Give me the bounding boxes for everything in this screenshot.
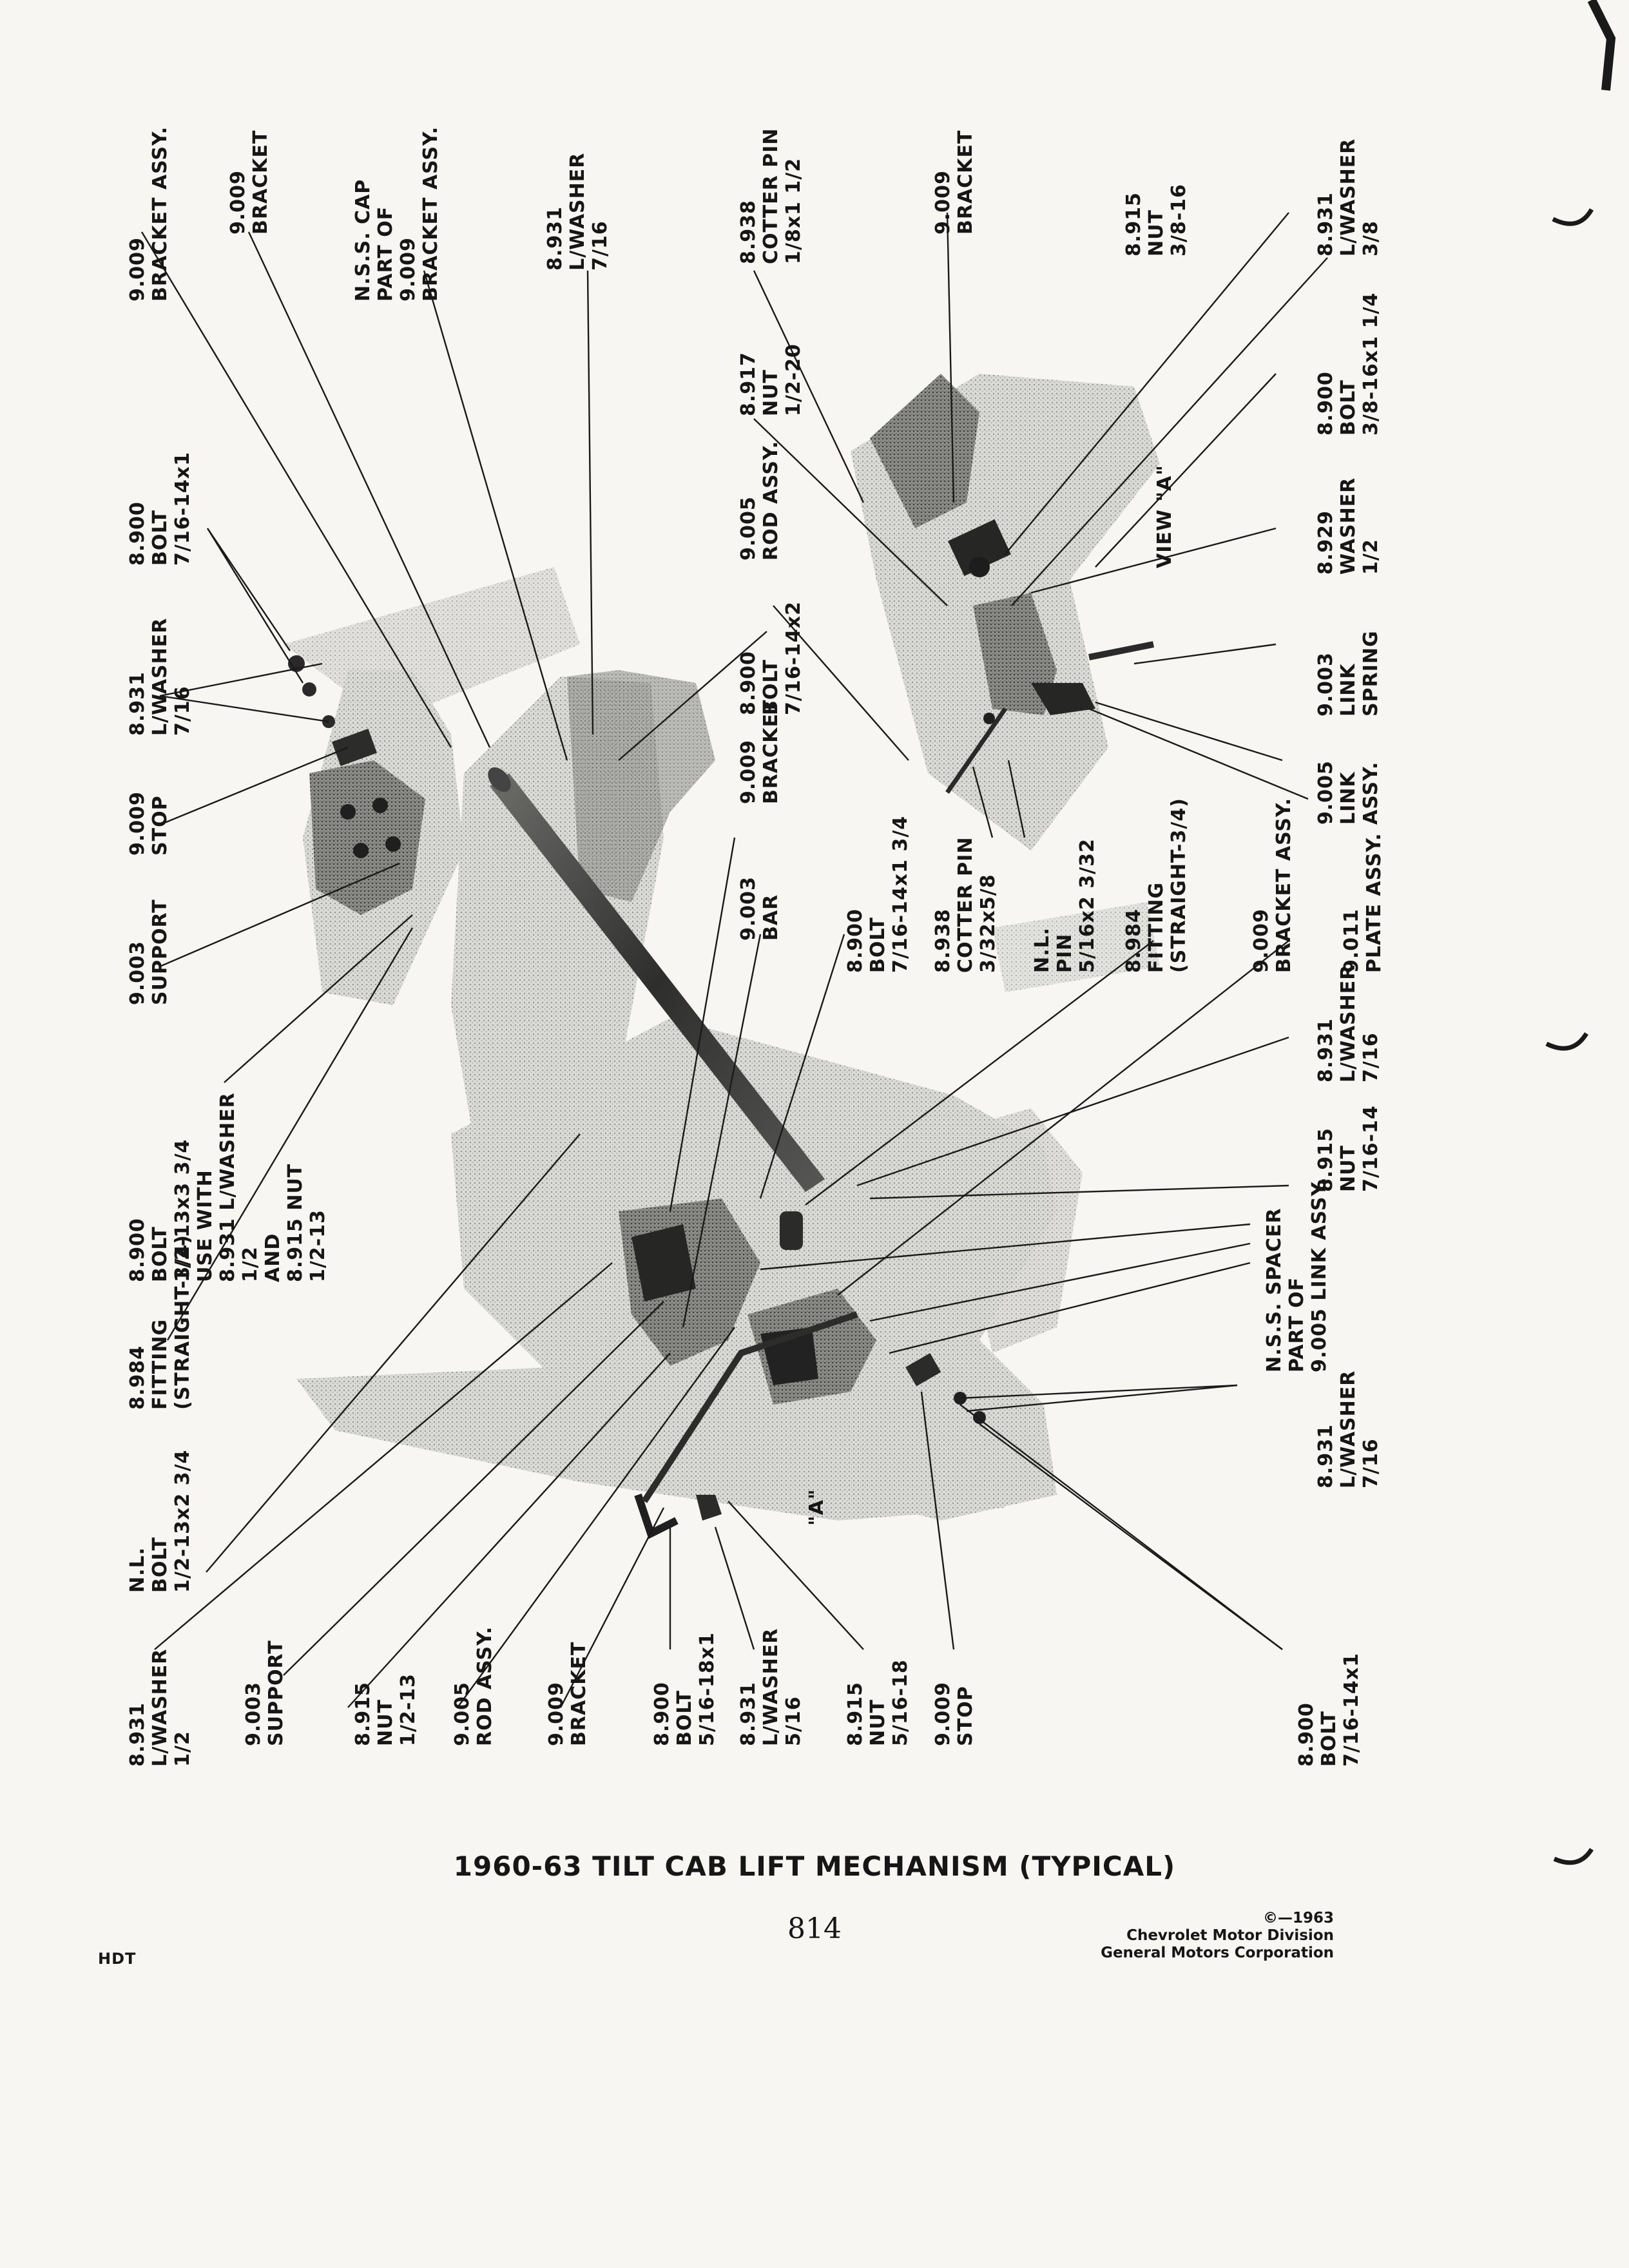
torsion-bar: [488, 767, 825, 1192]
view-a-label: VIEW "A": [1153, 465, 1176, 568]
leader-lines: [140, 212, 1328, 1708]
page-number: 814: [787, 1912, 842, 1945]
cab-frame-panels: [284, 374, 1160, 1521]
marker-a: "A": [805, 1488, 828, 1526]
scan-marks: [1545, 0, 1616, 1865]
document-code: HDT: [98, 1950, 137, 1968]
copyright-division: Chevrolet Motor Division: [1126, 1927, 1334, 1944]
copyright-notice: ©—1963 Chevrolet Motor Division General …: [1101, 1910, 1334, 1962]
figure-title: 1960-63 TILT CAB LIFT MECHANISM (TYPICAL…: [453, 1850, 1176, 1882]
rod-assembly-lower: [641, 1311, 858, 1503]
copyright-year: ©—1963: [1262, 1910, 1334, 1927]
copyright-corporation: General Motors Corporation: [1101, 1945, 1334, 1961]
